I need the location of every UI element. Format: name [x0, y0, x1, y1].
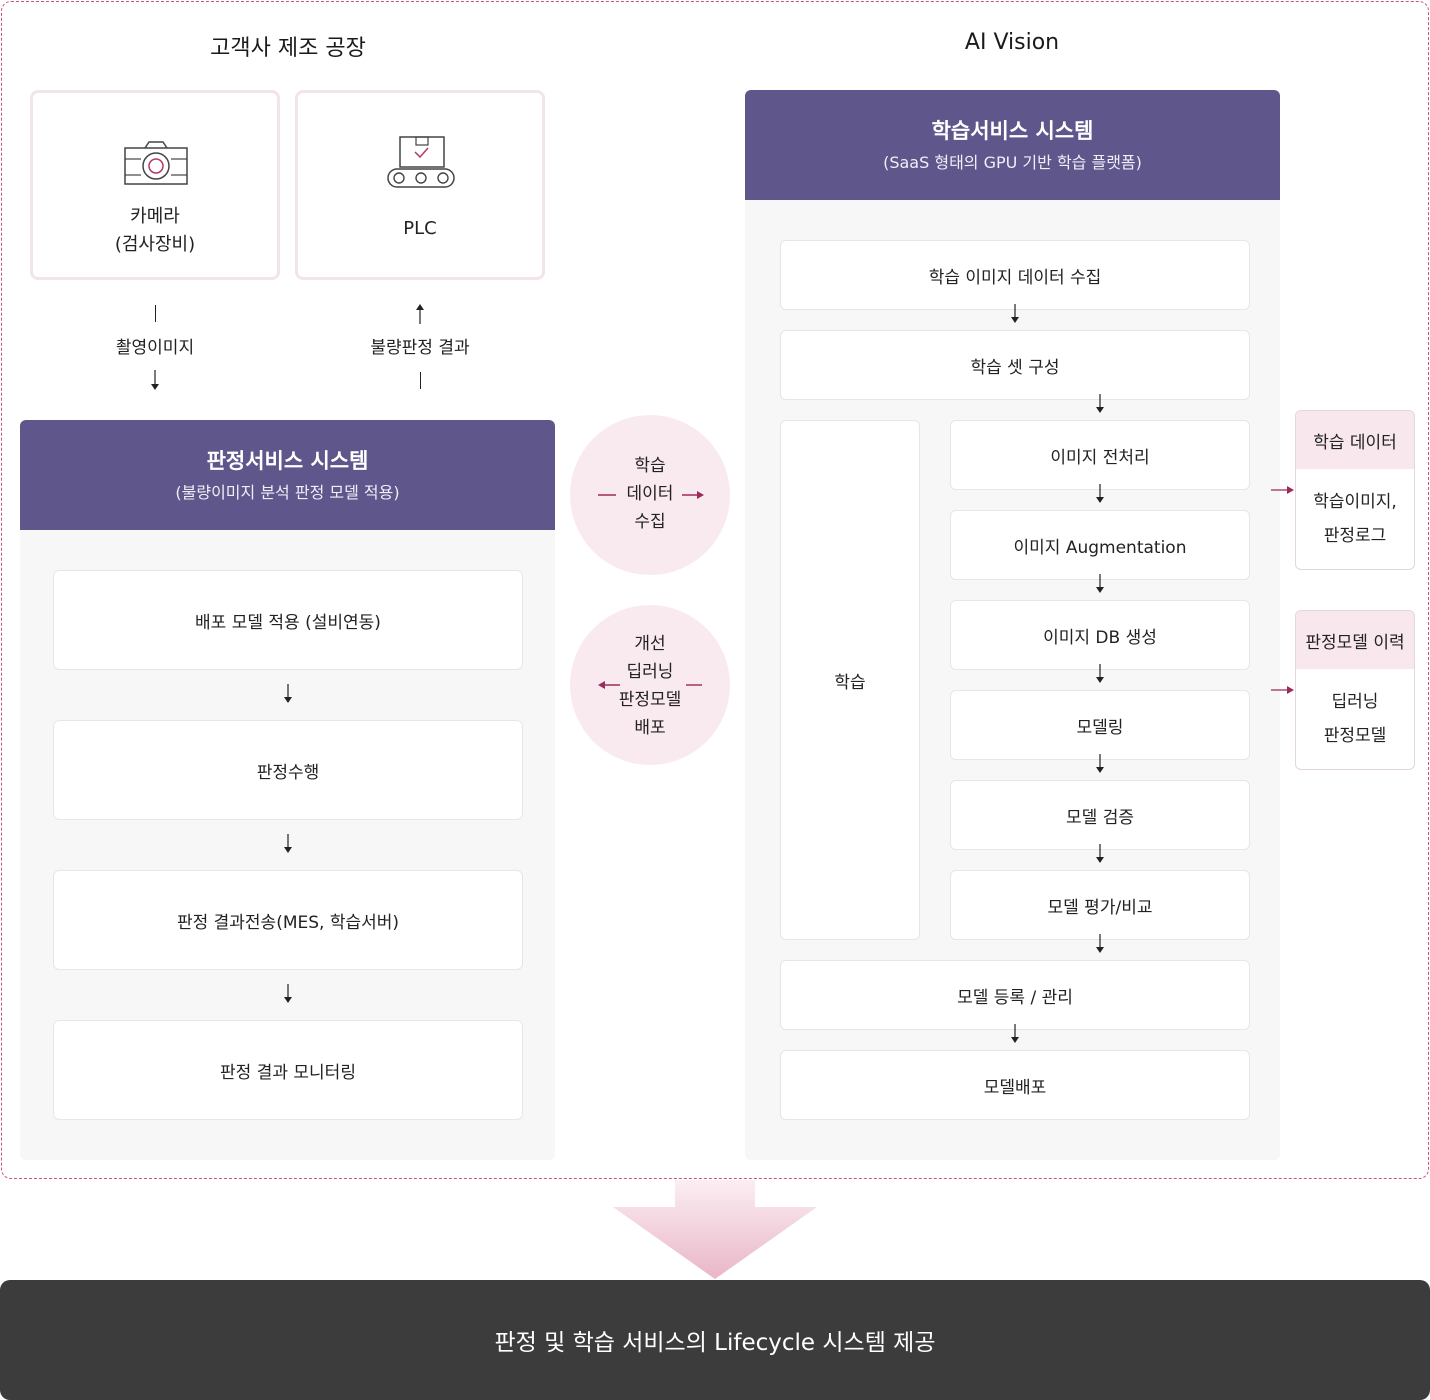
capture-label: 촬영이미지	[115, 338, 195, 358]
arrow-down-icon	[1096, 754, 1104, 773]
learning-service-header: 학습서비스 시스템 (SaaS 형태의 GPU 기반 학습 플랫폼)	[745, 90, 1280, 200]
arrow-down-icon	[284, 834, 292, 853]
training-step: 모델 평가/비교	[950, 870, 1250, 940]
model-register-box: 모델 등록 / 관리	[780, 960, 1250, 1030]
plc-label: PLC	[403, 218, 437, 239]
learning-service-title: 학습서비스 시스템	[931, 119, 1094, 143]
training-step: 이미지 전처리	[950, 420, 1250, 490]
training-step: 모델링	[950, 690, 1250, 760]
arrow-down-icon	[284, 984, 292, 1003]
camera-sublabel: (검사장비)	[114, 234, 196, 255]
learning-collect-box: 학습 이미지 데이터 수집	[780, 240, 1250, 310]
training-step: 모델 검증	[950, 780, 1250, 850]
model-deploy-text: 개선	[634, 634, 666, 654]
judgment-service-title: 판정서비스 시스템	[206, 449, 369, 473]
camera-icon	[124, 141, 188, 185]
big-arrow-down-icon	[613, 1180, 817, 1279]
capture-arrow-down-icon	[151, 370, 159, 390]
conveyor-box-icon	[387, 136, 455, 188]
model-history-line: 딥러닝	[1331, 692, 1379, 712]
model-history-line: 판정모델	[1323, 726, 1387, 746]
judgment-step: 판정 결과 모니터링	[53, 1020, 523, 1120]
judgment-service-header: 판정서비스 시스템 (불량이미지 분석 판정 모델 적용)	[20, 420, 555, 530]
judgment-step: 배포 모델 적용 (설비연동)	[53, 570, 523, 670]
customer-factory-heading: 고객사 제조 공장	[210, 36, 366, 61]
judgment-step: 판정수행	[53, 720, 523, 820]
result-line	[420, 372, 421, 389]
arrow-down-icon	[1096, 844, 1104, 863]
arrow-down-icon	[1096, 664, 1104, 683]
model-deploy-text: 배포	[634, 718, 666, 738]
result-arrow-up-icon	[416, 304, 424, 324]
camera-label: 카메라	[130, 206, 180, 227]
arrow-left-icon	[598, 681, 702, 689]
defect-result-label: 불량판정 결과	[370, 338, 470, 358]
training-data-title: 학습 데이터	[1296, 411, 1414, 469]
learning-set-box: 학습 셋 구성	[780, 330, 1250, 400]
training-data-line: 판정로그	[1323, 526, 1387, 546]
model-history-box: 판정모델 이력 딥러닝 판정모델	[1295, 610, 1415, 770]
ai-vision-heading: AI Vision	[964, 30, 1060, 55]
training-data-box: 학습 데이터 학습이미지, 판정로그	[1295, 410, 1415, 570]
arrow-down-icon	[1011, 1024, 1019, 1043]
lifecycle-banner: 판정 및 학습 서비스의 Lifecycle 시스템 제공	[0, 1280, 1430, 1400]
training-step: 이미지 Augmentation	[950, 510, 1250, 580]
training-group-label: 학습	[780, 420, 920, 940]
arrow-down-icon	[284, 684, 292, 703]
model-deploy-box: 모델배포	[780, 1050, 1250, 1120]
arrow-down-icon	[1096, 574, 1104, 593]
arrow-down-icon	[1096, 484, 1104, 503]
plc-device: PLC	[295, 90, 545, 280]
arrow-down-icon	[1096, 394, 1104, 413]
model-deploy-text: 딥러닝	[626, 662, 674, 682]
data-collect-circle: 학습 데이터 수집	[570, 415, 730, 575]
model-history-title: 판정모델 이력	[1296, 611, 1414, 669]
arrow-right-icon	[598, 491, 704, 499]
data-collect-text: 데이터	[626, 484, 674, 504]
model-deploy-text: 판정모델	[618, 690, 682, 710]
camera-device: 카메라 (검사장비)	[30, 90, 280, 280]
judgment-service-subtitle: (불량이미지 분석 판정 모델 적용)	[175, 483, 400, 502]
training-step: 이미지 DB 생성	[950, 600, 1250, 670]
side-arrow-right-icon	[1271, 486, 1294, 494]
data-collect-text: 학습	[634, 456, 666, 476]
judgment-step: 판정 결과전송(MES, 학습서버)	[53, 870, 523, 970]
arrow-down-icon	[1096, 934, 1104, 953]
data-collect-text: 수집	[634, 512, 666, 532]
arrow-down-icon	[1011, 304, 1019, 323]
training-data-line: 학습이미지,	[1313, 492, 1397, 512]
diagram-frame	[1, 1, 1429, 1179]
side-arrow-right-icon	[1271, 686, 1294, 694]
learning-service-subtitle: (SaaS 형태의 GPU 기반 학습 플랫폼)	[883, 153, 1142, 172]
model-deploy-circle: 개선 딥러닝 판정모델 배포	[570, 605, 730, 765]
capture-line	[155, 305, 156, 322]
